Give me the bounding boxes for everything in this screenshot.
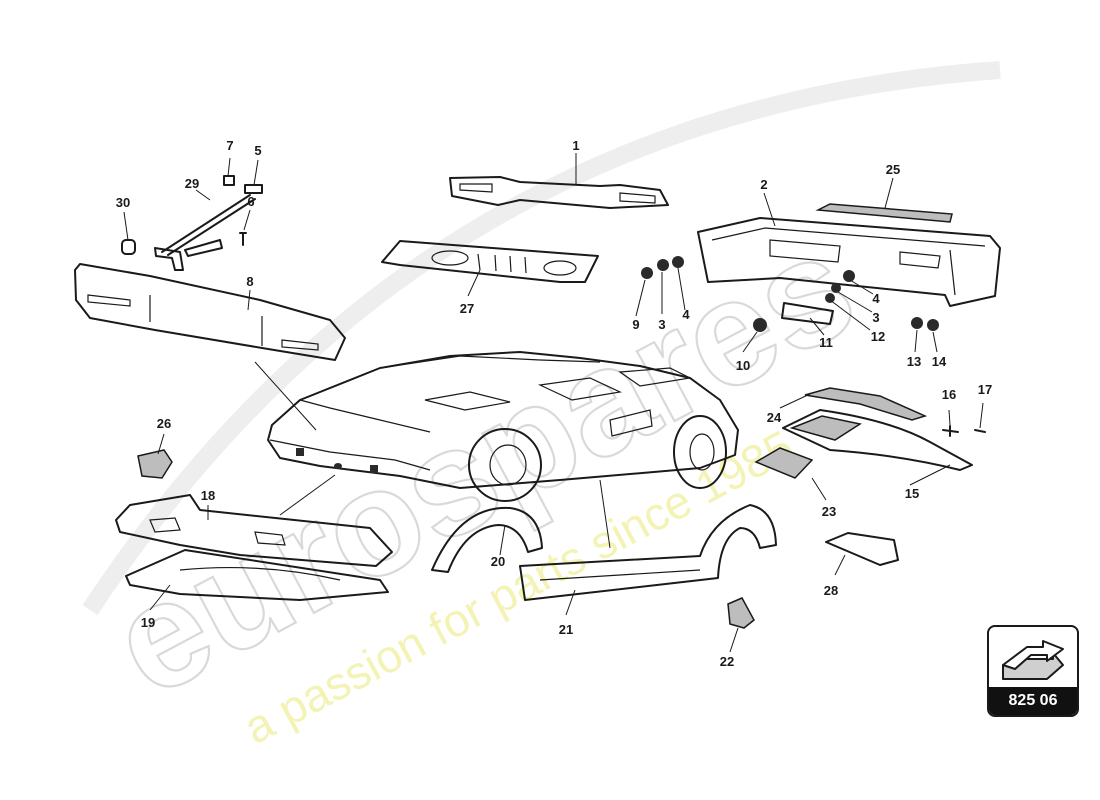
label-part-18: 18 [201,488,215,503]
fasteners [121,175,986,437]
part-16-screw [942,425,959,437]
part-3b-washer [831,283,841,293]
direction-arrow-icon [1002,640,1064,680]
watermark-swoosh [82,61,1001,615]
car-body-drawing [267,351,739,502]
part-14-nut [927,319,939,331]
part-1-drawing [449,176,669,209]
reference-badge: 825 06 [987,625,1079,717]
part-labels: 1 2 3 3 4 4 5 6 7 8 9 10 11 12 13 14 15 … [116,138,992,669]
label-part-7: 7 [226,138,233,153]
label-part-29: 29 [185,176,199,191]
part-29-drawing [154,194,256,271]
part-9-nut [641,267,653,279]
label-part-17: 17 [978,382,992,397]
part-2-drawing [697,217,1001,307]
part-18-drawing [115,494,393,567]
part-5-bolt [244,184,263,194]
part-23-drawing [754,447,814,479]
label-part-28: 28 [824,583,838,598]
label-part-15: 15 [905,486,919,501]
label-part-4-rear: 4 [872,291,880,306]
part-25-drawing [815,203,953,223]
label-part-19: 19 [141,615,155,630]
part-17-screw [974,429,986,433]
label-part-12: 12 [871,329,885,344]
label-part-25: 25 [886,162,900,177]
label-part-3: 3 [658,317,665,332]
part-30-nut [121,239,136,255]
watermark: eurospares a passion for parts since 198… [82,61,1001,754]
leader-lines [123,153,984,653]
label-part-2: 2 [760,177,767,192]
label-part-30: 30 [116,195,130,210]
label-part-27: 27 [460,301,474,316]
label-part-16: 16 [942,387,956,402]
part-24-drawing [804,387,928,421]
label-part-8: 8 [246,274,253,289]
label-part-20: 20 [491,554,505,569]
label-part-13: 13 [907,354,921,369]
part-13-nut [911,317,923,329]
reference-code: 825 06 [989,687,1077,715]
part-12-washer [825,293,835,303]
part-27-drawing [381,240,599,283]
label-part-14: 14 [932,354,947,369]
label-part-3-rear: 3 [872,310,879,325]
part-8-drawing [74,263,346,361]
label-part-5: 5 [254,143,261,158]
part-3-washer [657,259,669,271]
part-19-drawing [125,549,389,601]
label-part-24: 24 [767,410,782,425]
part-15-drawing [782,409,973,471]
part-4-nut [672,256,684,268]
part-21-drawing [519,504,777,601]
part-11-drawing [781,302,834,325]
label-part-9: 9 [632,317,639,332]
label-part-21: 21 [559,622,573,637]
label-part-23: 23 [822,504,836,519]
part-6-screw [239,232,247,246]
part-20-drawing [431,506,543,573]
label-part-22: 22 [720,654,734,669]
part-28-drawing [825,532,899,566]
label-part-4: 4 [682,307,690,322]
part-10-nut [753,318,767,332]
part-26-drawing [137,449,173,479]
label-part-11: 11 [819,335,833,350]
label-part-10: 10 [736,358,750,373]
part-4b-nut [843,270,855,282]
part-22-drawing [727,597,755,629]
label-part-6: 6 [247,194,254,209]
label-part-1: 1 [572,138,579,153]
label-part-26: 26 [157,416,171,431]
part-7-nut [223,175,235,186]
